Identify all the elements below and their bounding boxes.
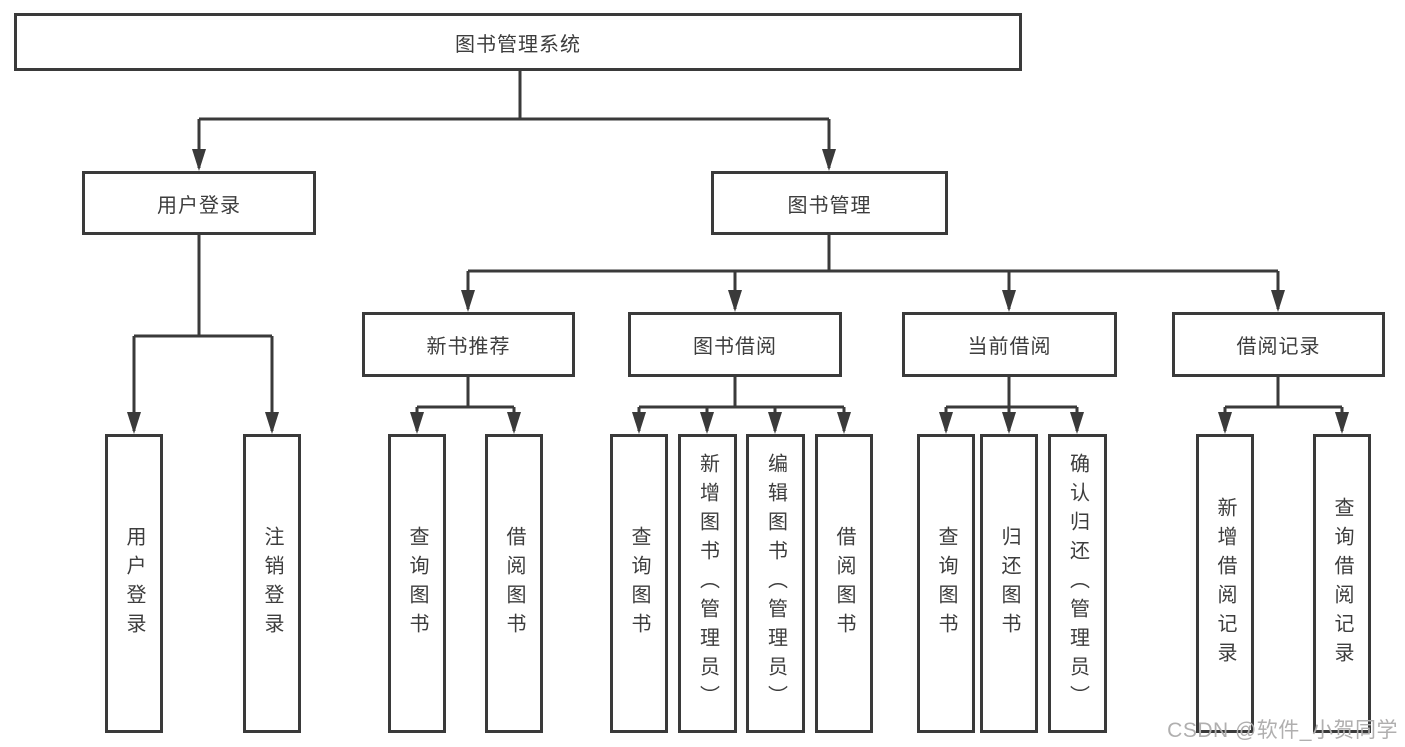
leaf-current-query-books: 查询图书 (917, 434, 975, 733)
node-borrowing-records-label: 借阅记录 (1236, 336, 1321, 358)
node-book-borrowing: 图书借阅 (628, 312, 842, 377)
leaf-records-query-record: 查询借阅记录 (1313, 434, 1371, 733)
leaf-records-add-record-label: 新增借阅记录 (1214, 496, 1236, 671)
leaf-newbook-borrow-books-label: 借阅图书 (503, 525, 525, 642)
leaf-newbook-query-books-label: 查询图书 (406, 525, 428, 642)
leaf-borrow-borrow-books: 借阅图书 (815, 434, 873, 733)
leaf-borrow-query-books-label: 查询图书 (628, 525, 650, 642)
leaf-current-return-books: 归还图书 (980, 434, 1038, 733)
leaf-newbook-borrow-books: 借阅图书 (485, 434, 543, 733)
leaf-newbook-query-books: 查询图书 (388, 434, 446, 733)
node-root-label: 图书管理系统 (455, 33, 581, 56)
node-user-login: 用户登录 (82, 171, 316, 235)
leaf-borrow-edit-books-admin-label: 编辑图书（管理员） (764, 453, 787, 714)
leaf-user-login: 用户登录 (105, 434, 163, 733)
node-current-borrowing-label: 当前借阅 (967, 336, 1052, 358)
leaf-user-login-label: 用户登录 (123, 525, 145, 642)
leaf-records-query-record-label: 查询借阅记录 (1331, 496, 1353, 671)
node-book-borrowing-label: 图书借阅 (693, 336, 777, 358)
node-new-book-recommendation: 新书推荐 (362, 312, 575, 377)
node-book-management: 图书管理 (711, 171, 948, 235)
node-book-management-label: 图书管理 (787, 194, 872, 217)
node-user-login-label: 用户登录 (157, 194, 241, 217)
leaf-logout: 注销登录 (243, 434, 301, 733)
leaf-borrow-borrow-books-label: 借阅图书 (833, 525, 855, 642)
leaf-borrow-add-books-admin: 新增图书（管理员） (678, 434, 737, 733)
leaf-borrow-query-books: 查询图书 (610, 434, 668, 733)
leaf-current-confirm-return-admin: 确认归还（管理员） (1048, 434, 1107, 733)
leaf-borrow-edit-books-admin: 编辑图书（管理员） (746, 434, 805, 733)
leaf-current-query-books-label: 查询图书 (935, 525, 957, 642)
leaf-current-return-books-label: 归还图书 (998, 525, 1020, 642)
leaf-logout-label: 注销登录 (261, 525, 283, 642)
leaf-borrow-add-books-admin-label: 新增图书（管理员） (696, 453, 719, 714)
node-new-book-recommendation-label: 新书推荐 (426, 336, 511, 358)
node-root-system: 图书管理系统 (14, 13, 1022, 71)
leaf-records-add-record: 新增借阅记录 (1196, 434, 1254, 733)
leaf-current-confirm-return-admin-label: 确认归还（管理员） (1066, 453, 1089, 714)
node-current-borrowing: 当前借阅 (902, 312, 1117, 377)
node-borrowing-records: 借阅记录 (1172, 312, 1385, 377)
csdn-watermark: CSDN @软件_小贺同学 (1167, 719, 1398, 742)
